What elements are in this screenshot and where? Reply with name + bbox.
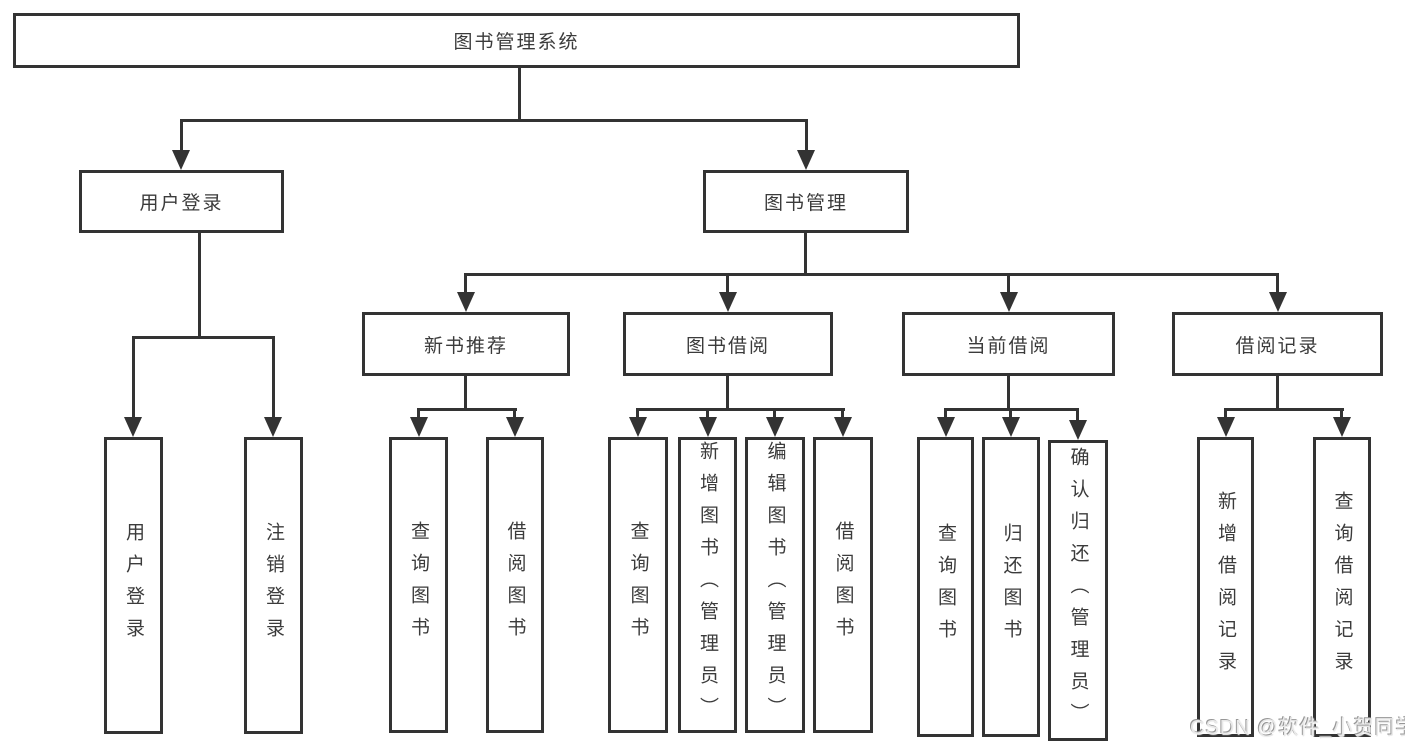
connector-line [726,273,729,294]
leaf-bb-edit-book-label: 编辑图书（管理员） [764,441,786,729]
arrowhead-icon [629,417,647,437]
leaf-bb-edit-book: 编辑图书（管理员） [745,437,805,733]
connector-line [1007,273,1010,294]
csdn-watermark: CSDN @软件_小贺同学 [1190,717,1405,739]
leaf-br-query-record-label: 查询借阅记录 [1331,491,1353,683]
connector-line [417,408,517,411]
connector-line [726,376,729,410]
connector-line [1007,376,1010,410]
leaf-bb-add-book-label: 新增图书（管理员） [697,441,718,729]
connector-line [180,119,808,122]
leaf-nbr-borrow-book: 借阅图书 [486,437,544,733]
node-borrow-record-label: 借阅记录 [1235,335,1320,357]
arrowhead-icon [937,417,955,437]
leaf-br-add-record: 新增借阅记录 [1197,437,1254,737]
arrowhead-icon [1069,420,1087,440]
arrowhead-icon [1002,417,1020,437]
arrowhead-icon [699,417,717,437]
arrowhead-icon [834,417,852,437]
leaf-br-add-record-label: 新增借阅记录 [1215,491,1236,683]
connector-line [1224,408,1227,419]
connector-line [1224,408,1344,411]
connector-line [132,336,275,339]
leaf-cb-query-book-label: 查询图书 [935,523,956,651]
leaf-cb-return-book: 归还图书 [982,437,1040,737]
node-book-borrow-label: 图书借阅 [685,335,770,357]
leaf-nbr-query-book-label: 查询图书 [408,521,429,649]
node-root: 图书管理系统 [13,13,1020,68]
arrowhead-icon [1333,417,1351,437]
leaf-nbr-query-book: 查询图书 [389,437,448,733]
connector-line [944,408,947,419]
connector-line [636,408,845,411]
connector-line [1076,408,1079,421]
leaf-cb-return-book-label: 归还图书 [1000,523,1022,651]
node-borrow-record: 借阅记录 [1172,312,1383,376]
connector-line [518,68,521,121]
connector-line [1276,376,1279,410]
connector-line [464,376,467,410]
connector-line [198,233,201,338]
leaf-logout-label: 注销登录 [263,521,284,650]
connector-line [773,408,776,419]
connector-line [841,408,844,419]
node-new-book-recommend: 新书推荐 [362,312,570,376]
arrowhead-icon [124,417,142,437]
node-book-management: 图书管理 [703,170,909,233]
leaf-cb-query-book: 查询图书 [917,437,974,737]
leaf-user-login-label: 用户登录 [123,521,144,650]
connector-line [804,233,807,275]
connector-line [636,408,639,419]
arrowhead-icon [1269,292,1287,312]
arrowhead-icon [766,417,784,437]
leaf-cb-confirm-return-label: 确认归还（管理员） [1067,446,1089,735]
arrowhead-icon [172,150,190,170]
node-book-borrow: 图书借阅 [623,312,833,376]
leaf-bb-query-book: 查询图书 [608,437,668,733]
arrowhead-icon [410,417,428,437]
leaf-bb-query-book-label: 查询图书 [627,521,649,649]
arrowhead-icon [457,292,475,312]
arrowhead-icon [506,417,524,437]
connector-line [272,336,275,419]
node-user-login: 用户登录 [79,170,284,233]
leaf-user-login: 用户登录 [104,437,163,734]
connector-line [464,273,467,294]
arrowhead-icon [719,292,737,312]
leaf-cb-confirm-return: 确认归还（管理员） [1048,440,1108,741]
connector-line [1009,408,1012,419]
connector-line [132,336,135,419]
connector-line [417,408,420,419]
leaf-logout: 注销登录 [244,437,303,734]
arrowhead-icon [1000,292,1018,312]
node-new-book-recommend-label: 新书推荐 [423,335,508,357]
node-current-borrow-label: 当前借阅 [966,335,1051,357]
connector-line [1340,408,1343,419]
connector-line [513,408,516,419]
arrowhead-icon [797,150,815,170]
arrowhead-icon [264,417,282,437]
connector-line [1276,273,1279,294]
leaf-bb-borrow-book-label: 借阅图书 [832,521,854,649]
leaf-nbr-borrow-book-label: 借阅图书 [504,521,526,649]
node-current-borrow: 当前借阅 [902,312,1115,376]
connector-line [706,408,709,419]
arrowhead-icon [1217,417,1235,437]
leaf-bb-add-book: 新增图书（管理员） [678,437,737,733]
leaf-br-query-record: 查询借阅记录 [1313,437,1371,737]
connector-line [805,119,808,152]
node-root-label: 图书管理系统 [453,32,580,53]
connector-line [465,273,1279,276]
node-user-login-label: 用户登录 [139,193,224,214]
leaf-bb-borrow-book: 借阅图书 [813,437,873,733]
connector-line [180,119,183,152]
node-book-management-label: 图书管理 [763,193,848,214]
